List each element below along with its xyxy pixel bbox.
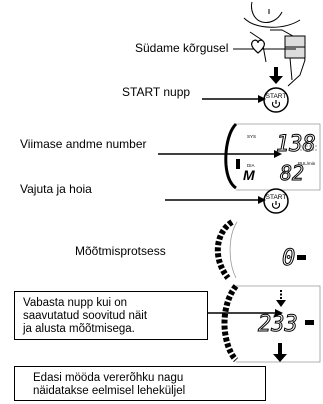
continue-note-box: Edasi mööda vererõhku nagu näidatakse ee…: [14, 366, 266, 401]
heart-icon: [251, 39, 265, 54]
memory-icon: M: [243, 167, 255, 183]
start-button-label: START: [266, 93, 287, 100]
dia-value: 82: [280, 161, 304, 185]
svg-text:SYS: SYS: [247, 134, 256, 139]
svg-text:PUL/min: PUL/min: [298, 161, 316, 166]
measuring-value: 0: [282, 246, 295, 271]
lcd-display-last-record: SYS DIA PUL/min M 138 82: [224, 122, 321, 191]
release-note-box: Vabasta nupp kui on saavutatud soovitud …: [14, 291, 208, 340]
label-measuring: Mõõtmisprotsess: [75, 244, 166, 258]
start-button-1: START: [263, 87, 289, 113]
label-press-and-hold: Vajuta ja hoia: [20, 182, 92, 196]
heart-level-line: [233, 39, 296, 54]
start-button-2: START: [263, 188, 289, 214]
label-last-record-number: Viimase andme number: [20, 137, 147, 151]
label-heart-level: Südame kõrgusel: [135, 41, 229, 55]
arrow-down-icon: [273, 343, 287, 362]
power-icon: [271, 101, 281, 108]
label-start-button: START nupp: [122, 85, 191, 99]
svg-text:DIA: DIA: [247, 163, 255, 168]
sys-value: 138: [276, 132, 316, 157]
inflate-value: 233: [258, 312, 298, 337]
svg-text:START: START: [266, 194, 287, 201]
arrow-down-icon: [269, 67, 283, 84]
lcd-display-inflating: 233: [221, 284, 321, 363]
lcd-display-measuring: 0: [214, 219, 306, 280]
